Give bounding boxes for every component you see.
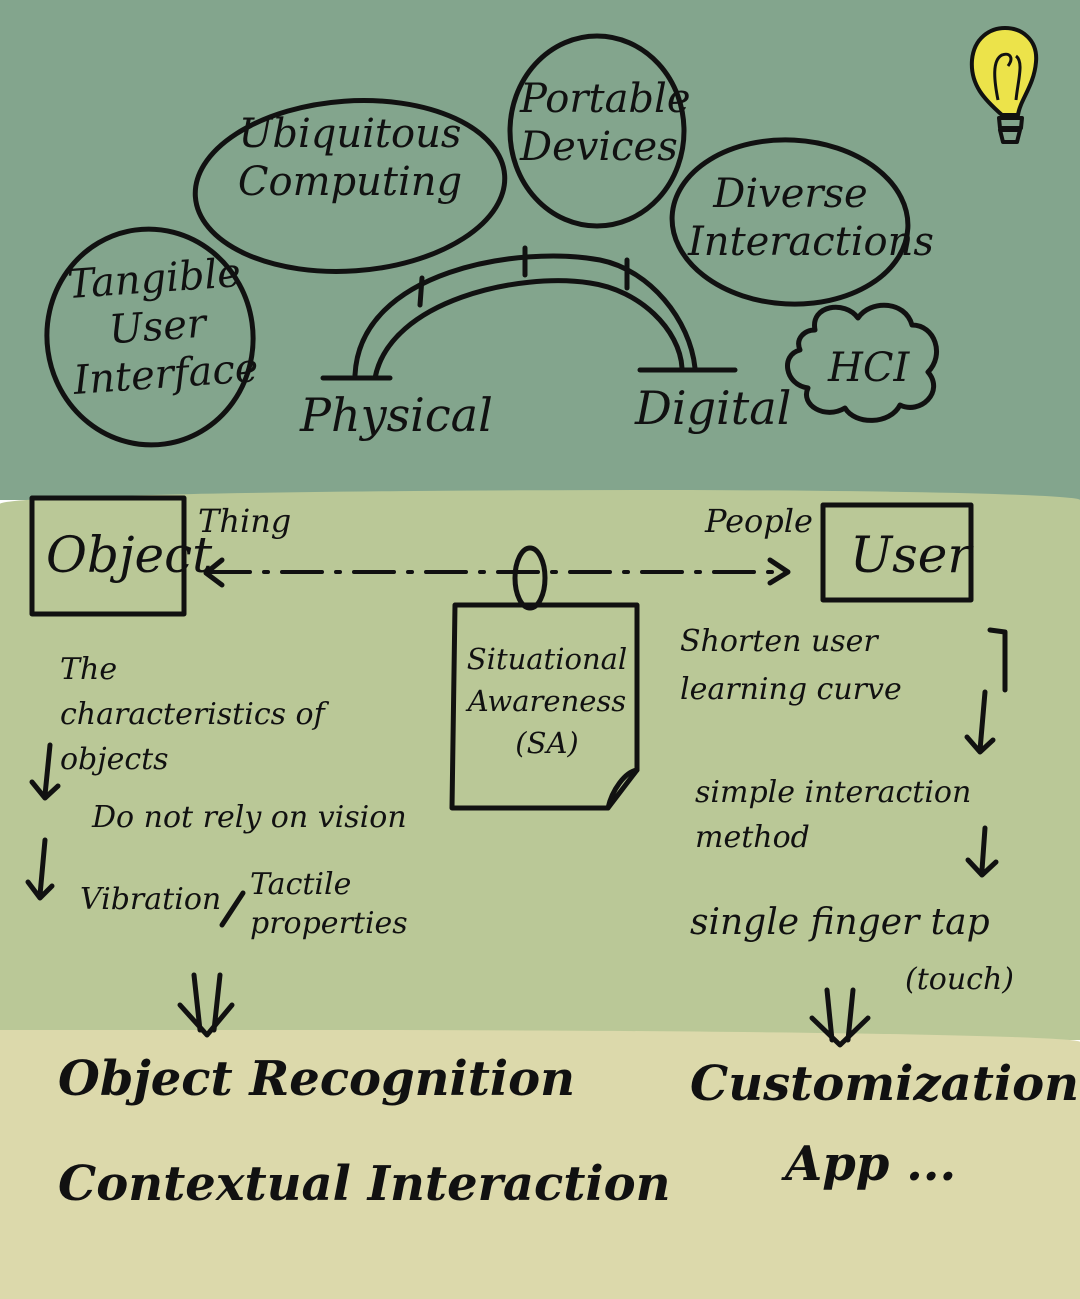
right-step-2: simple interaction method bbox=[695, 775, 972, 855]
slash-mark bbox=[219, 890, 246, 928]
middle-band bbox=[0, 490, 1080, 1040]
ubicomp-ellipse bbox=[192, 98, 508, 274]
tui-ellipse bbox=[44, 226, 256, 448]
right-step-3: single finger tap bbox=[690, 902, 990, 943]
people-label: People bbox=[705, 502, 813, 540]
contextual-interaction: Contextual Interaction bbox=[58, 1156, 671, 1212]
app-label: App ... bbox=[785, 1136, 957, 1192]
physical-label: Physical bbox=[300, 388, 493, 442]
right-step-1: Shorten user learning curve bbox=[680, 624, 902, 707]
pin-ring bbox=[512, 545, 548, 611]
user-box: User bbox=[850, 526, 972, 584]
left-arrow-1 bbox=[29, 742, 61, 801]
people-arrowhead bbox=[767, 557, 791, 586]
object-box-frame bbox=[29, 495, 187, 617]
right-arrow-1 bbox=[964, 689, 996, 755]
ubicomp-label: Ubiquitous Computing bbox=[237, 111, 463, 205]
object-box: Object bbox=[46, 526, 213, 584]
cloud-icon bbox=[785, 302, 940, 423]
left-arrow-2 bbox=[25, 837, 55, 901]
customization: Customization bbox=[690, 1056, 1080, 1112]
diverse-label: Diverse Interactions bbox=[688, 171, 934, 265]
left-step-2: Do not rely on vision bbox=[92, 800, 407, 835]
right-connector bbox=[987, 627, 1008, 693]
diverse-ellipse bbox=[669, 137, 911, 307]
thing-label: Thing bbox=[198, 502, 292, 540]
tui-label: Tangible User Interface bbox=[65, 250, 260, 404]
situational-awareness-note: Situational Awareness (SA) bbox=[466, 642, 628, 761]
thing-arrowhead bbox=[203, 557, 225, 588]
right-double-arrow bbox=[809, 987, 871, 1048]
left-step-3-tactile: Tactile properties bbox=[250, 867, 408, 941]
hci-label: HCI bbox=[828, 345, 910, 391]
bottom-band bbox=[0, 1030, 1080, 1299]
left-step-1: The characteristics of objects bbox=[60, 652, 325, 777]
left-step-3-vibration: Vibration bbox=[80, 882, 222, 917]
user-box-frame bbox=[820, 502, 974, 603]
lightbulb-icon bbox=[969, 26, 1039, 144]
digital-label: Digital bbox=[635, 381, 792, 435]
portable-label: Portable Devices bbox=[520, 76, 691, 170]
right-step-3-note: (touch) bbox=[905, 962, 1014, 997]
left-double-arrow bbox=[177, 972, 235, 1038]
portable-ellipse bbox=[507, 33, 687, 229]
right-arrow-2 bbox=[965, 825, 999, 878]
object-recognition: Object Recognition bbox=[58, 1051, 576, 1107]
paper-note-icon bbox=[449, 602, 640, 811]
bridge bbox=[320, 245, 738, 381]
